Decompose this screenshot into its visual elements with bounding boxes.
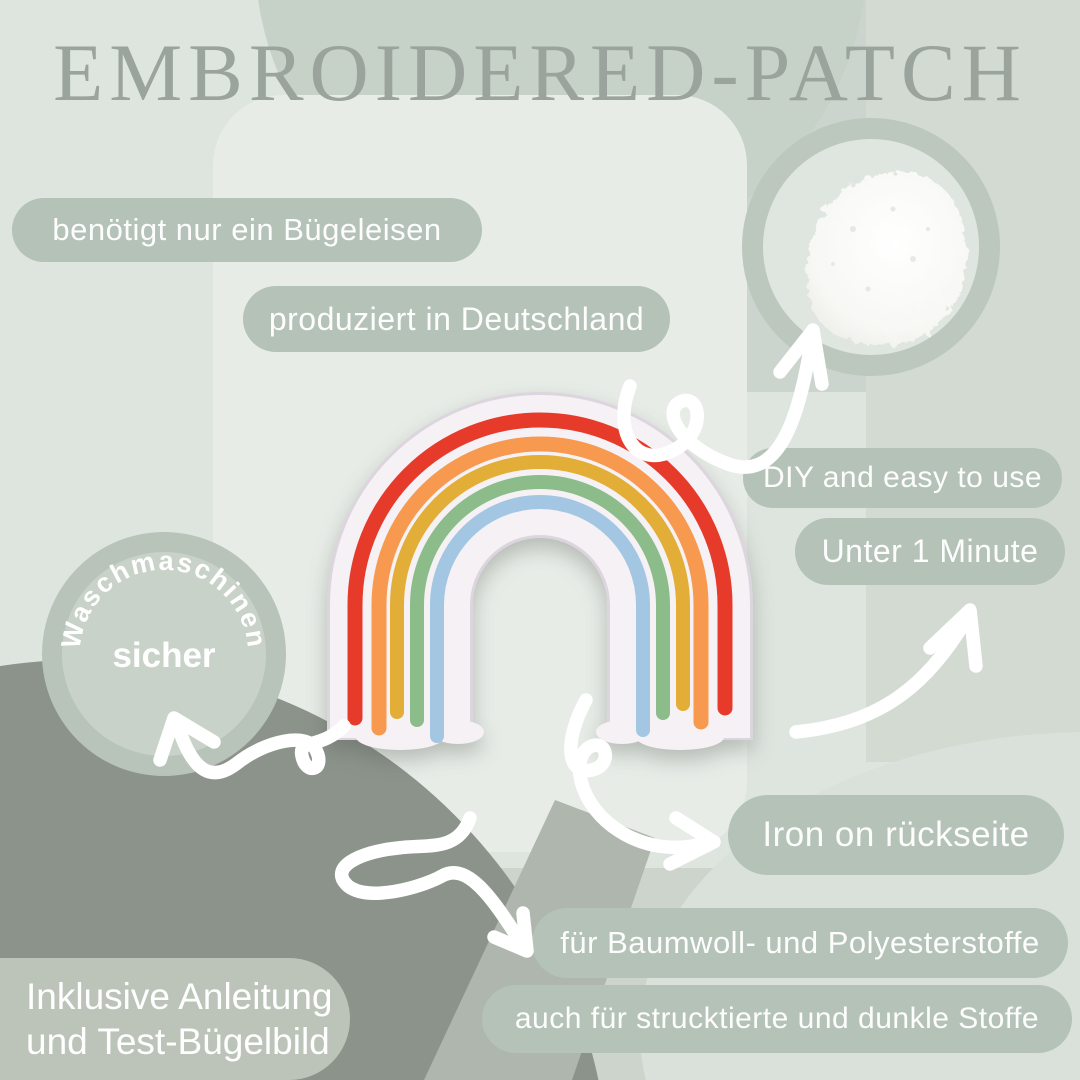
callout-iron-on-back: Iron on rückseite (728, 795, 1064, 875)
texture-speckles (831, 206, 930, 292)
page-title: EMBROIDERED-PATCH (53, 27, 1027, 118)
rainbow-arc-red (347, 412, 733, 726)
callout-diy-easy: DIY and easy to use (743, 448, 1062, 508)
callout-label: benötigt nur ein Bügeleisen (52, 212, 442, 247)
callout-label: Iron on rückseite (762, 815, 1030, 854)
footer-info-box: Inklusive Anleitung und Test-Bügelbild (0, 958, 350, 1080)
callout-made-in-germany: produziert in Deutschland (243, 286, 670, 352)
badge-main-label: sicher (112, 636, 216, 675)
callout-label: auch für strucktierte und dunkle Stoffe (514, 1002, 1040, 1035)
rainbow-arc-blue (430, 495, 650, 743)
callout-under-1-minute: Unter 1 Minute (795, 518, 1065, 585)
detail-circle-ring (742, 118, 1000, 376)
iron-on-texture-image (806, 172, 967, 346)
callout-label: Unter 1 Minute (821, 533, 1039, 569)
callout-fabric-types: für Baumwoll- und Polyesterstoffe (532, 908, 1068, 978)
callout-needs-only-iron: benötigt nur ein Bügeleisen (12, 198, 482, 262)
rainbow-patch-image (327, 392, 753, 750)
callout-label: DIY and easy to use (762, 461, 1043, 494)
texture-blob (806, 172, 967, 346)
rainbow-arc-orange (371, 436, 709, 736)
rainbow-arc-gold (390, 455, 690, 719)
badge-curved-text: Waschmaschinen (56, 546, 271, 651)
callout-label: produziert in Deutschland (268, 300, 645, 337)
footer-line1: Inklusive Anleitung (26, 975, 333, 1017)
footer-line2: und Test-Bügelbild (26, 1021, 330, 1062)
callout-label: für Baumwoll- und Polyesterstoffe (560, 925, 1040, 960)
washing-machine-badge: Waschmaschinen sicher (42, 532, 286, 776)
rainbow-arc-green (410, 475, 670, 727)
callout-dark-fabrics: auch für strucktierte und dunkle Stoffe (482, 985, 1072, 1053)
